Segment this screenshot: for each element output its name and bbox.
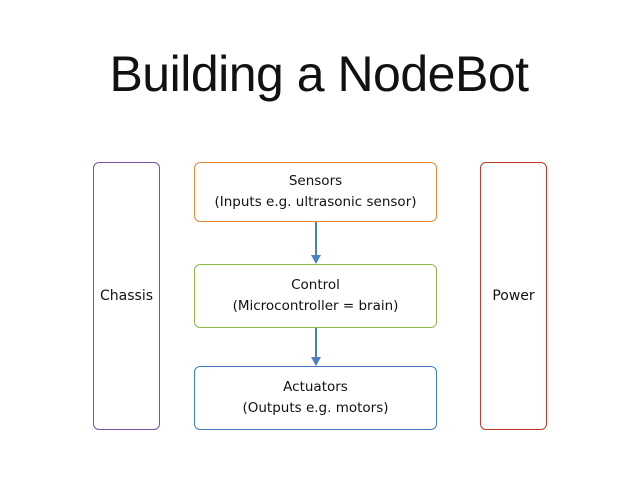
- control-box: Control (Microcontroller = brain): [194, 264, 437, 328]
- chassis-label: Chassis: [100, 287, 153, 304]
- power-label: Power: [492, 287, 535, 304]
- control-title: Control: [291, 277, 340, 293]
- arrow-control-to-actuators: [311, 328, 321, 366]
- power-box: Power: [480, 162, 547, 430]
- slide-title: Building a NodeBot: [109, 46, 529, 102]
- arrow-sensors-to-control: [311, 222, 321, 264]
- sensors-description: (Inputs e.g. ultrasonic sensor): [214, 194, 417, 210]
- chassis-box: Chassis: [93, 162, 160, 430]
- sensors-box: Sensors (Inputs e.g. ultrasonic sensor): [194, 162, 437, 222]
- actuators-box: Actuators (Outputs e.g. motors): [194, 366, 437, 430]
- actuators-description: (Outputs e.g. motors): [242, 400, 389, 416]
- control-description: (Microcontroller = brain): [232, 298, 399, 314]
- sensors-title: Sensors: [288, 173, 343, 189]
- actuators-title: Actuators: [283, 379, 348, 395]
